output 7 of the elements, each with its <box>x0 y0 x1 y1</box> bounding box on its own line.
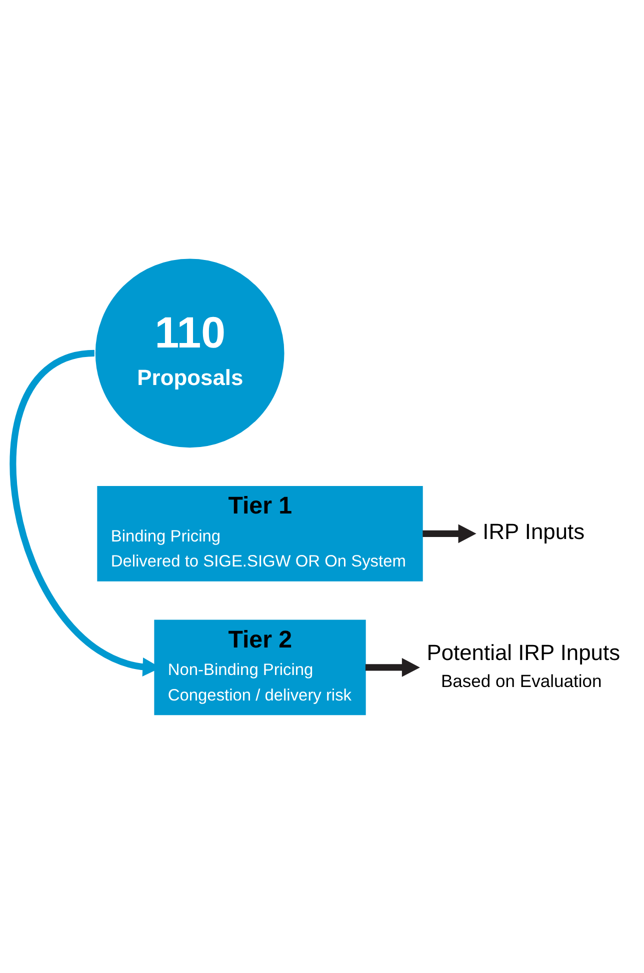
node-box: Tier 2 Non-Binding Pricing Congestion / delivery risk <box>154 619 366 715</box>
node-text: Potential IRP Inputs Based on Evaluation <box>426 639 620 690</box>
node-box: Tier 1 Binding Pricing Delivered to SIGE.SIGW OR On System <box>97 485 423 581</box>
arrow <box>422 524 476 543</box>
node-circle: 110 Proposals <box>95 258 284 448</box>
node-text: IRP Inputs <box>482 518 585 544</box>
arrow <box>365 657 420 676</box>
